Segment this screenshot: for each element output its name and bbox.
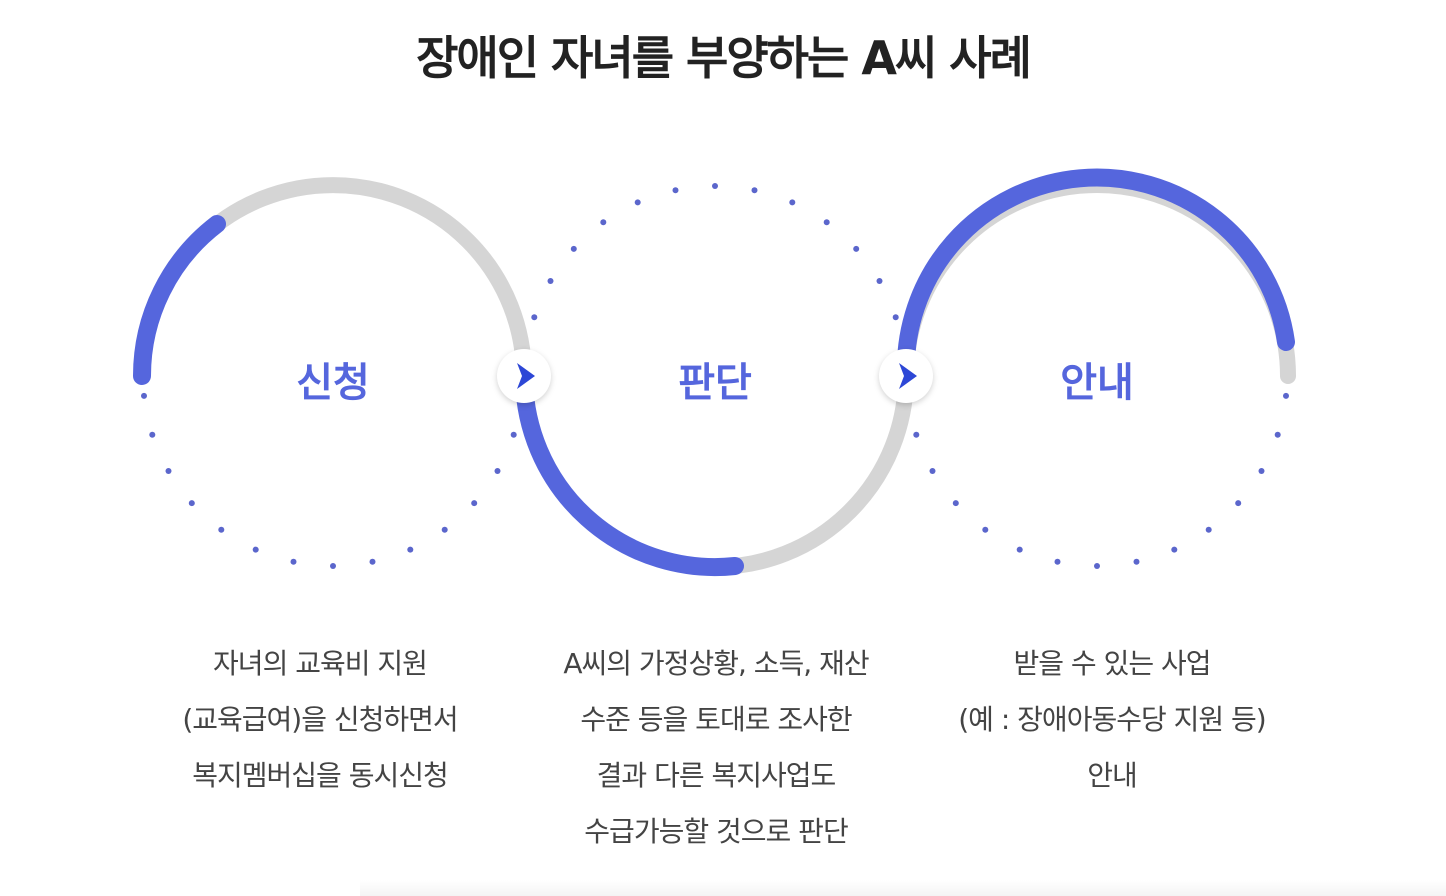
- dot: [913, 431, 920, 438]
- dot: [1171, 546, 1178, 553]
- dot: [929, 468, 936, 474]
- dot: [141, 392, 147, 399]
- dot: [876, 278, 883, 284]
- dot: [789, 199, 796, 206]
- progress-arc: [896, 168, 1295, 385]
- description-line: 안내: [1087, 759, 1138, 792]
- dot: [823, 219, 830, 226]
- step-circle-apply: 신청: [132, 177, 532, 569]
- description-line: 복지멤버십을 동시신청: [192, 759, 449, 792]
- dot: [149, 431, 156, 438]
- dotted-half-circle: [523, 183, 907, 360]
- dot: [1258, 468, 1265, 474]
- bottom-divider: [360, 880, 1446, 896]
- dot: [441, 526, 448, 533]
- dot: [1054, 558, 1061, 565]
- dot: [547, 278, 554, 284]
- description-line: 받을 수 있는 사업: [1013, 647, 1211, 680]
- dot: [952, 500, 959, 507]
- dotted-half-circle: [141, 392, 525, 569]
- dot: [982, 526, 989, 533]
- dot: [751, 187, 758, 194]
- dot: [1016, 546, 1023, 553]
- description-line: (교육급여)을 신청하면서: [182, 703, 458, 736]
- step-circle-notice: 안내: [896, 168, 1296, 569]
- dotted-half-circle: [905, 392, 1289, 569]
- dot: [1283, 392, 1289, 399]
- dot: [252, 546, 259, 553]
- connector-arrow: [879, 349, 933, 403]
- dot: [570, 245, 577, 252]
- dot: [494, 468, 501, 474]
- dot: [600, 219, 607, 226]
- dot: [330, 563, 336, 569]
- progress-arc: [132, 215, 226, 385]
- dot: [634, 199, 641, 206]
- dot: [369, 558, 376, 565]
- dot: [892, 314, 899, 321]
- description-line: 결과 다른 복지사업도: [596, 759, 837, 792]
- step-description-notice: 받을 수 있는 사업 (예 : 장애아동수당 지원 등) 안내: [922, 636, 1302, 804]
- description-line: 수급가능할 것으로 판단: [584, 815, 848, 848]
- progress-track: [898, 177, 1296, 384]
- progress-track: [134, 177, 532, 384]
- dot: [1205, 526, 1212, 533]
- step-label: 판단: [678, 360, 752, 406]
- dot: [510, 431, 517, 438]
- dot: [290, 558, 297, 565]
- dot: [1094, 563, 1100, 569]
- dot: [407, 546, 414, 553]
- step-label: 안내: [1060, 360, 1134, 406]
- step-label: 신청: [296, 360, 370, 406]
- description-line: 자녀의 교육비 지원: [213, 647, 428, 680]
- connector-arrow: [497, 349, 551, 403]
- page-title: 장애인 자녀를 부양하는 A씨 사례: [416, 31, 1032, 85]
- description-line: (예 : 장애아동수당 지원 등): [958, 703, 1266, 736]
- dot: [1133, 558, 1140, 565]
- description-line: 수준 등을 토대로 조사한: [580, 703, 852, 736]
- dot: [165, 468, 172, 474]
- dot: [1274, 431, 1281, 438]
- chevron-right-icon: [517, 363, 535, 389]
- dot: [1235, 500, 1242, 507]
- progress-arc: [515, 367, 744, 577]
- step-circle-judgement: 판단: [515, 183, 914, 577]
- dot: [531, 314, 538, 321]
- dot: [218, 526, 225, 533]
- dot: [712, 183, 718, 189]
- dot: [853, 245, 860, 252]
- dot: [188, 500, 195, 507]
- description-line: A씨의 가정상황, 소득, 재산: [563, 647, 869, 680]
- dot: [471, 500, 478, 507]
- chevron-right-icon: [899, 363, 917, 389]
- dot: [672, 187, 679, 194]
